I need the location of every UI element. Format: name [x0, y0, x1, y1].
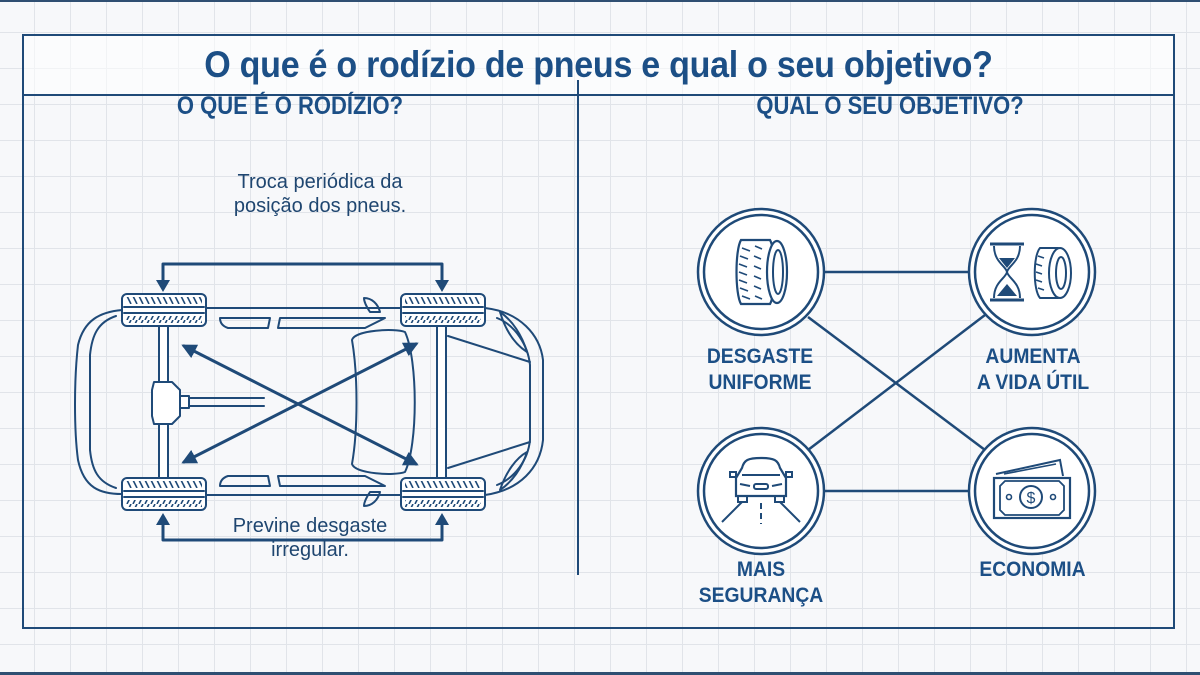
infographic-frame: O que é o rodízio de pneus e qual o seu …: [22, 34, 1175, 629]
page-title: O que é o rodízio de pneus e qual o seu …: [204, 44, 993, 85]
benefit-connectors: [807, 270, 986, 493]
section-divider: [577, 80, 579, 575]
caption-bottom-line2: irregular.: [271, 539, 349, 561]
top-bracket-arrow: [156, 262, 449, 292]
benefit-line1: DESGASTE: [706, 345, 814, 368]
car-diagram: [74, 262, 544, 542]
caption-top-line2: posição dos pneus.: [233, 195, 407, 217]
tire-rear-top: [121, 293, 207, 327]
benefit-line1: ECONOMIA: [979, 558, 1086, 581]
caption-bottom-line1: Previne desgaste: [232, 515, 388, 537]
benefit-line2: A VIDA ÚTIL: [976, 371, 1090, 394]
benefit-line1: MAIS: [736, 558, 786, 581]
caption-top: Troca periódica da posição dos pneus.: [160, 170, 480, 218]
rotation-cross-arrows: [181, 342, 419, 466]
benefit-label-mais-seguranca: MAIS SEGURANÇA: [692, 557, 830, 609]
benefit-line2: SEGURANÇA: [698, 584, 824, 607]
title-bar: O que é o rodízio de pneus e qual o seu …: [24, 36, 1173, 96]
tire-front-top: [400, 293, 486, 327]
benefit-label-aumenta-vida-util: AUMENTA A VIDA ÚTIL: [964, 344, 1102, 396]
benefit-line2: UNIFORME: [708, 371, 812, 394]
bottom-border-line: [0, 672, 1200, 675]
car-road-icon: [696, 426, 826, 556]
tire-rear-bottom: [121, 477, 207, 511]
benefit-label-economia: ECONOMIA: [966, 557, 1099, 583]
benefit-line1: AUMENTA: [985, 345, 1081, 368]
caption-top-line1: Troca periódica da: [237, 171, 403, 193]
left-section-heading: O QUE É O RODÍZIO?: [176, 92, 404, 120]
svg-text:$: $: [1027, 490, 1036, 507]
caption-bottom: Previne desgaste irregular.: [150, 514, 470, 562]
top-border-line: [0, 0, 1200, 2]
right-section-heading: QUAL O SEU OBJETIVO?: [756, 92, 1024, 120]
hourglass-tire-icon: [967, 207, 1097, 337]
tire-icon: [696, 207, 826, 337]
bottom-bracket-arrow: [156, 513, 449, 542]
money-icon: $: [967, 426, 1097, 556]
tire-front-bottom: [400, 477, 486, 511]
benefit-label-desgaste-uniforme: DESGASTE UNIFORME: [696, 344, 825, 396]
